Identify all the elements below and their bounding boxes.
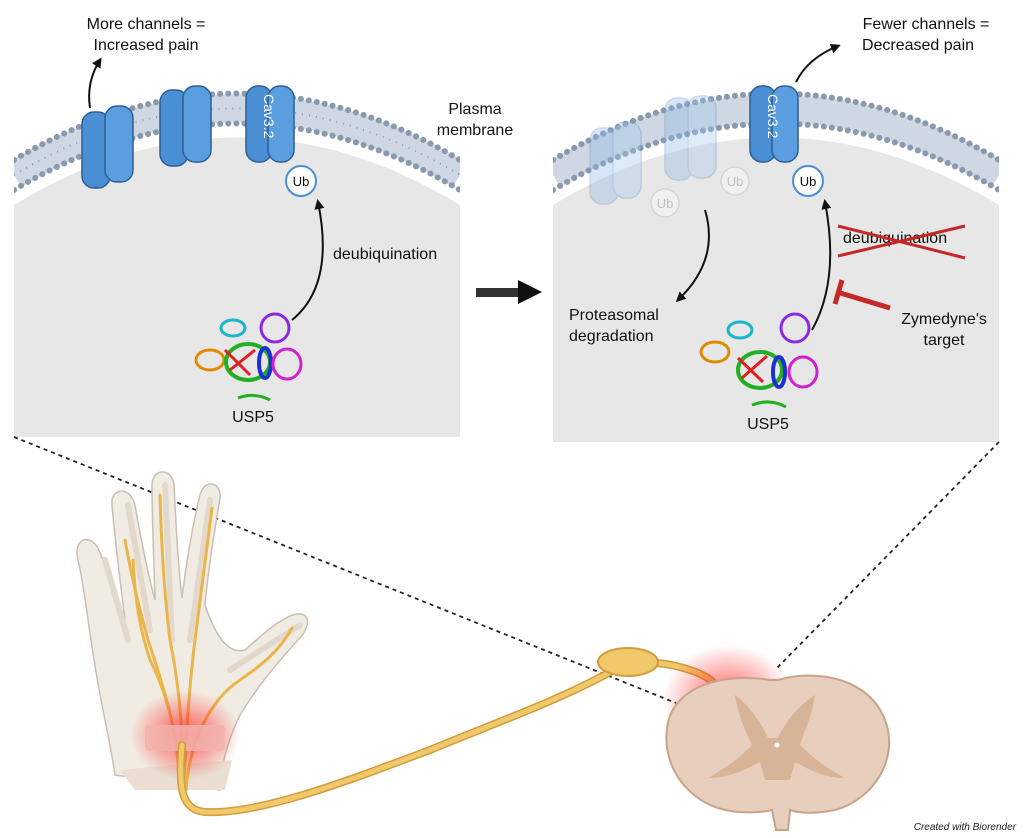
right-cytoplasm (553, 137, 999, 442)
degradation-arrow-icon (675, 209, 710, 303)
target-line2: target (924, 332, 965, 349)
faded-ub-label-1: Ub (657, 196, 674, 211)
ub-circle-right: Ub (792, 165, 824, 197)
membrane-label-line2: membrane (437, 122, 514, 139)
cav32-label-right: Cav3.2 (765, 94, 781, 139)
left-panel: Cav3.2 Ub deubiquination USP5 More chann… (14, 16, 460, 437)
increase-arrow-icon (88, 57, 102, 109)
right-panel: Ub Ub Cav3.2 Ub Proteasomal degradation … (553, 16, 999, 442)
degradation-line2: degradation (569, 328, 654, 345)
channel-2 (159, 85, 212, 167)
faded-ub-label-2: Ub (727, 174, 744, 189)
faded-ub-2: Ub (720, 166, 750, 196)
grey-matter (708, 695, 845, 780)
channel-cav32-right: Cav3.2 (749, 85, 799, 163)
degradation-line1: Proteasomal (569, 307, 659, 324)
transition-arrow-icon (476, 280, 542, 304)
hand-illustration (76, 471, 309, 792)
carpal-band (145, 725, 225, 751)
target-line1: Zymedyne's (901, 311, 987, 328)
faded-channel-1 (589, 121, 642, 205)
hand-bones (102, 482, 303, 673)
ub-label-left: Ub (293, 174, 310, 189)
cross-out-icon (837, 224, 966, 260)
left-title-line2: Increased pain (94, 37, 199, 54)
faded-ub-1: Ub (650, 188, 680, 218)
usp5-label-right: USP5 (747, 416, 789, 433)
right-title-line1: Fewer channels = (863, 16, 990, 33)
biorender-credit: Created with Biorender (914, 822, 1017, 833)
deubiquination-label: deubiquination (333, 246, 437, 263)
left-title-line1: More channels = (87, 16, 206, 33)
left-cytoplasm (14, 137, 460, 437)
right-title-line2: Decreased pain (862, 37, 974, 54)
deubiquination-arrow-icon (291, 199, 325, 321)
cav32-label-left: Cav3.2 (261, 94, 277, 139)
ub-label-right: Ub (800, 174, 817, 189)
usp5-label-left: USP5 (232, 409, 274, 426)
usp5-protein-right (699, 312, 819, 409)
spinal-cord-cross-section (663, 645, 891, 831)
membrane-label-line1: Plasma (448, 101, 501, 118)
left-membrane (14, 90, 460, 193)
channel-cav32-left: Cav3.2 (245, 85, 295, 163)
dorsal-root-ganglion (597, 647, 659, 677)
zoom-lines (13, 436, 1000, 704)
central-canal (774, 742, 780, 748)
decrease-arrow-icon (795, 43, 841, 83)
blocked-deubiquination-arrow-icon (811, 199, 832, 331)
ub-circle-left: Ub (285, 165, 317, 197)
faded-channel-2 (664, 95, 717, 181)
channel-1 (81, 105, 134, 189)
inhibitor-icon (832, 279, 891, 311)
usp5-protein-left (194, 312, 303, 402)
